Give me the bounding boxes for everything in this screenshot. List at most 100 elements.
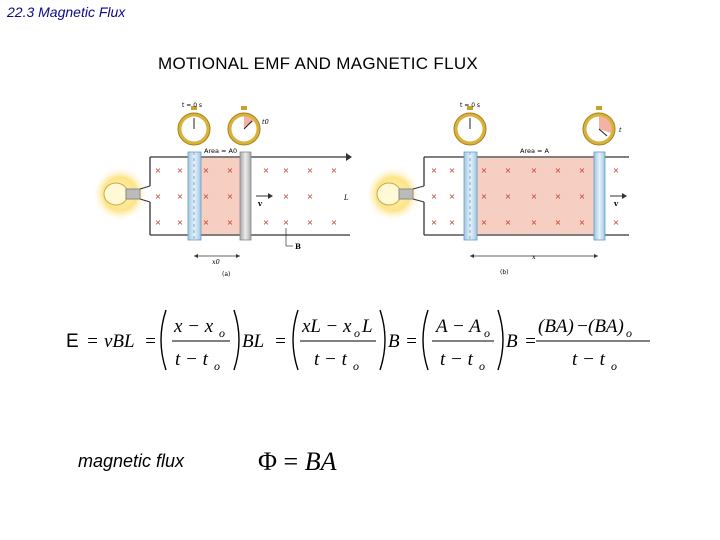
svg-text:×: ×: [155, 192, 162, 201]
svg-text:×: ×: [531, 218, 538, 227]
svg-text:×: ×: [449, 166, 456, 175]
svg-text:×: ×: [307, 192, 314, 201]
svg-text:×: ×: [283, 166, 290, 175]
svg-text:×: ×: [177, 192, 184, 201]
svg-text:×: ×: [283, 218, 290, 227]
svg-text:×: ×: [579, 166, 586, 175]
stopwatch-icon: [582, 106, 616, 146]
caption-b: (b): [500, 269, 509, 276]
area-label-a: Area = A0: [204, 147, 237, 155]
svg-text:×: ×: [227, 192, 234, 201]
eq-B-1: B: [388, 331, 400, 352]
area-a: [472, 158, 596, 234]
lightbulb-icon: [376, 182, 402, 206]
svg-text:×: ×: [555, 192, 562, 201]
eq-equals-4: =: [405, 331, 418, 352]
eq-E: E: [66, 331, 79, 352]
stopwatch-icon: [453, 106, 487, 146]
clock1-label-a: t = 0 s: [182, 102, 202, 109]
eq-equals-1: =: [86, 331, 99, 352]
b-label-a: B: [295, 242, 301, 251]
magnetic-flux-label: magnetic flux: [78, 451, 185, 471]
eq-frac2-num-sub: o: [354, 326, 360, 340]
svg-text:×: ×: [431, 166, 438, 175]
svg-text:×: ×: [177, 218, 184, 227]
eq-equals-3: =: [274, 331, 287, 352]
eq-frac1-den-sub: o: [214, 359, 220, 373]
rod-moved: [593, 151, 606, 241]
eq-frac4-num-sub: o: [626, 326, 632, 340]
svg-text:×: ×: [531, 192, 538, 201]
svg-text:×: ×: [613, 218, 620, 227]
eq-frac3-den: t − t: [440, 349, 474, 370]
svg-text:×: ×: [203, 166, 210, 175]
svg-text:×: ×: [307, 166, 314, 175]
rod-moved: [239, 151, 252, 241]
svg-text:×: ×: [431, 218, 438, 227]
eq-frac1-num: x − x: [173, 316, 214, 337]
svg-text:×: ×: [263, 218, 270, 227]
svg-text:×: ×: [431, 192, 438, 201]
eq-frac3-den-sub: o: [479, 359, 485, 373]
svg-text:×: ×: [579, 218, 586, 227]
lightbulb-icon: [103, 182, 129, 206]
motional-emf-figure: × × × × × × × × × × × × × × × × × × × × × × v L Area = A…: [92, 102, 629, 278]
clock2-label-a: t0: [262, 118, 269, 126]
caption-a: (a): [222, 271, 230, 278]
stopwatch-icon: [177, 106, 211, 146]
eq-frac3-num: A − A: [434, 316, 481, 337]
svg-text:×: ×: [227, 166, 234, 175]
flux-equals: =: [283, 447, 299, 476]
svg-text:×: ×: [203, 192, 210, 201]
svg-text:×: ×: [177, 166, 184, 175]
eq-frac2-den: t − t: [314, 349, 348, 370]
v-label-b: v: [613, 199, 619, 208]
svg-text:×: ×: [227, 218, 234, 227]
svg-text:×: ×: [555, 166, 562, 175]
svg-text:×: ×: [555, 218, 562, 227]
svg-text:×: ×: [449, 192, 456, 201]
x-label: x: [532, 253, 536, 261]
l-label-a: L: [343, 194, 349, 202]
eq-frac4-num-b: (BA): [588, 316, 624, 337]
svg-text:×: ×: [505, 166, 512, 175]
svg-text:×: ×: [155, 166, 162, 175]
svg-text:×: ×: [331, 166, 338, 175]
svg-text:×: ×: [481, 166, 488, 175]
eq-frac2-num-l: L: [361, 316, 373, 337]
section-title: 22.3 Magnetic Flux: [7, 4, 126, 20]
field-marks: ×××× ×××× ×××× ×× ×××× ××××: [155, 166, 338, 227]
flux-phi: Φ: [258, 447, 278, 476]
eq-B-2: B: [506, 331, 518, 352]
eq-frac4-num-a: (BA): [538, 316, 574, 337]
x0-label: x0: [212, 258, 220, 266]
area-label-b: Area = A: [520, 147, 550, 155]
eq-BL: BL: [242, 331, 264, 352]
motional-emf-equation: E = vBL = x − x o t − t o BL = xL − x o …: [66, 309, 650, 373]
rod-initial: [463, 151, 478, 241]
eq-equals-2: =: [144, 331, 157, 352]
flux-rhs: BA: [304, 447, 337, 476]
svg-text:×: ×: [263, 166, 270, 175]
eq-frac4-minus: −: [576, 316, 589, 337]
svg-text:×: ×: [579, 192, 586, 201]
eq-frac1-num-sub: o: [219, 326, 225, 340]
svg-text:×: ×: [505, 192, 512, 201]
v-label-a: v: [257, 199, 263, 208]
svg-text:×: ×: [155, 218, 162, 227]
eq-frac3-num-sub: o: [484, 326, 490, 340]
svg-text:×: ×: [331, 218, 338, 227]
panel-a: ×××× ×××× ×××× ×× ×××× ×××× v L Area = A…: [92, 102, 352, 278]
area-a0: [196, 158, 242, 234]
flux-equation: Φ = BA: [258, 447, 336, 477]
svg-text:×: ×: [481, 218, 488, 227]
svg-text:×: ×: [613, 166, 620, 175]
svg-text:×: ×: [505, 218, 512, 227]
panel-b: ×××× ×××× ×××× ××× ×××× ×××× v Area = A …: [365, 102, 629, 276]
clock1-label-b: t = 0 s: [460, 102, 480, 109]
svg-text:×: ×: [203, 218, 210, 227]
rod-initial: [187, 151, 202, 241]
field-marks: ×××× ×××× ×××× ××× ×××× ××××: [431, 166, 620, 227]
svg-text:×: ×: [481, 192, 488, 201]
clock2-label-b: t: [619, 126, 622, 134]
